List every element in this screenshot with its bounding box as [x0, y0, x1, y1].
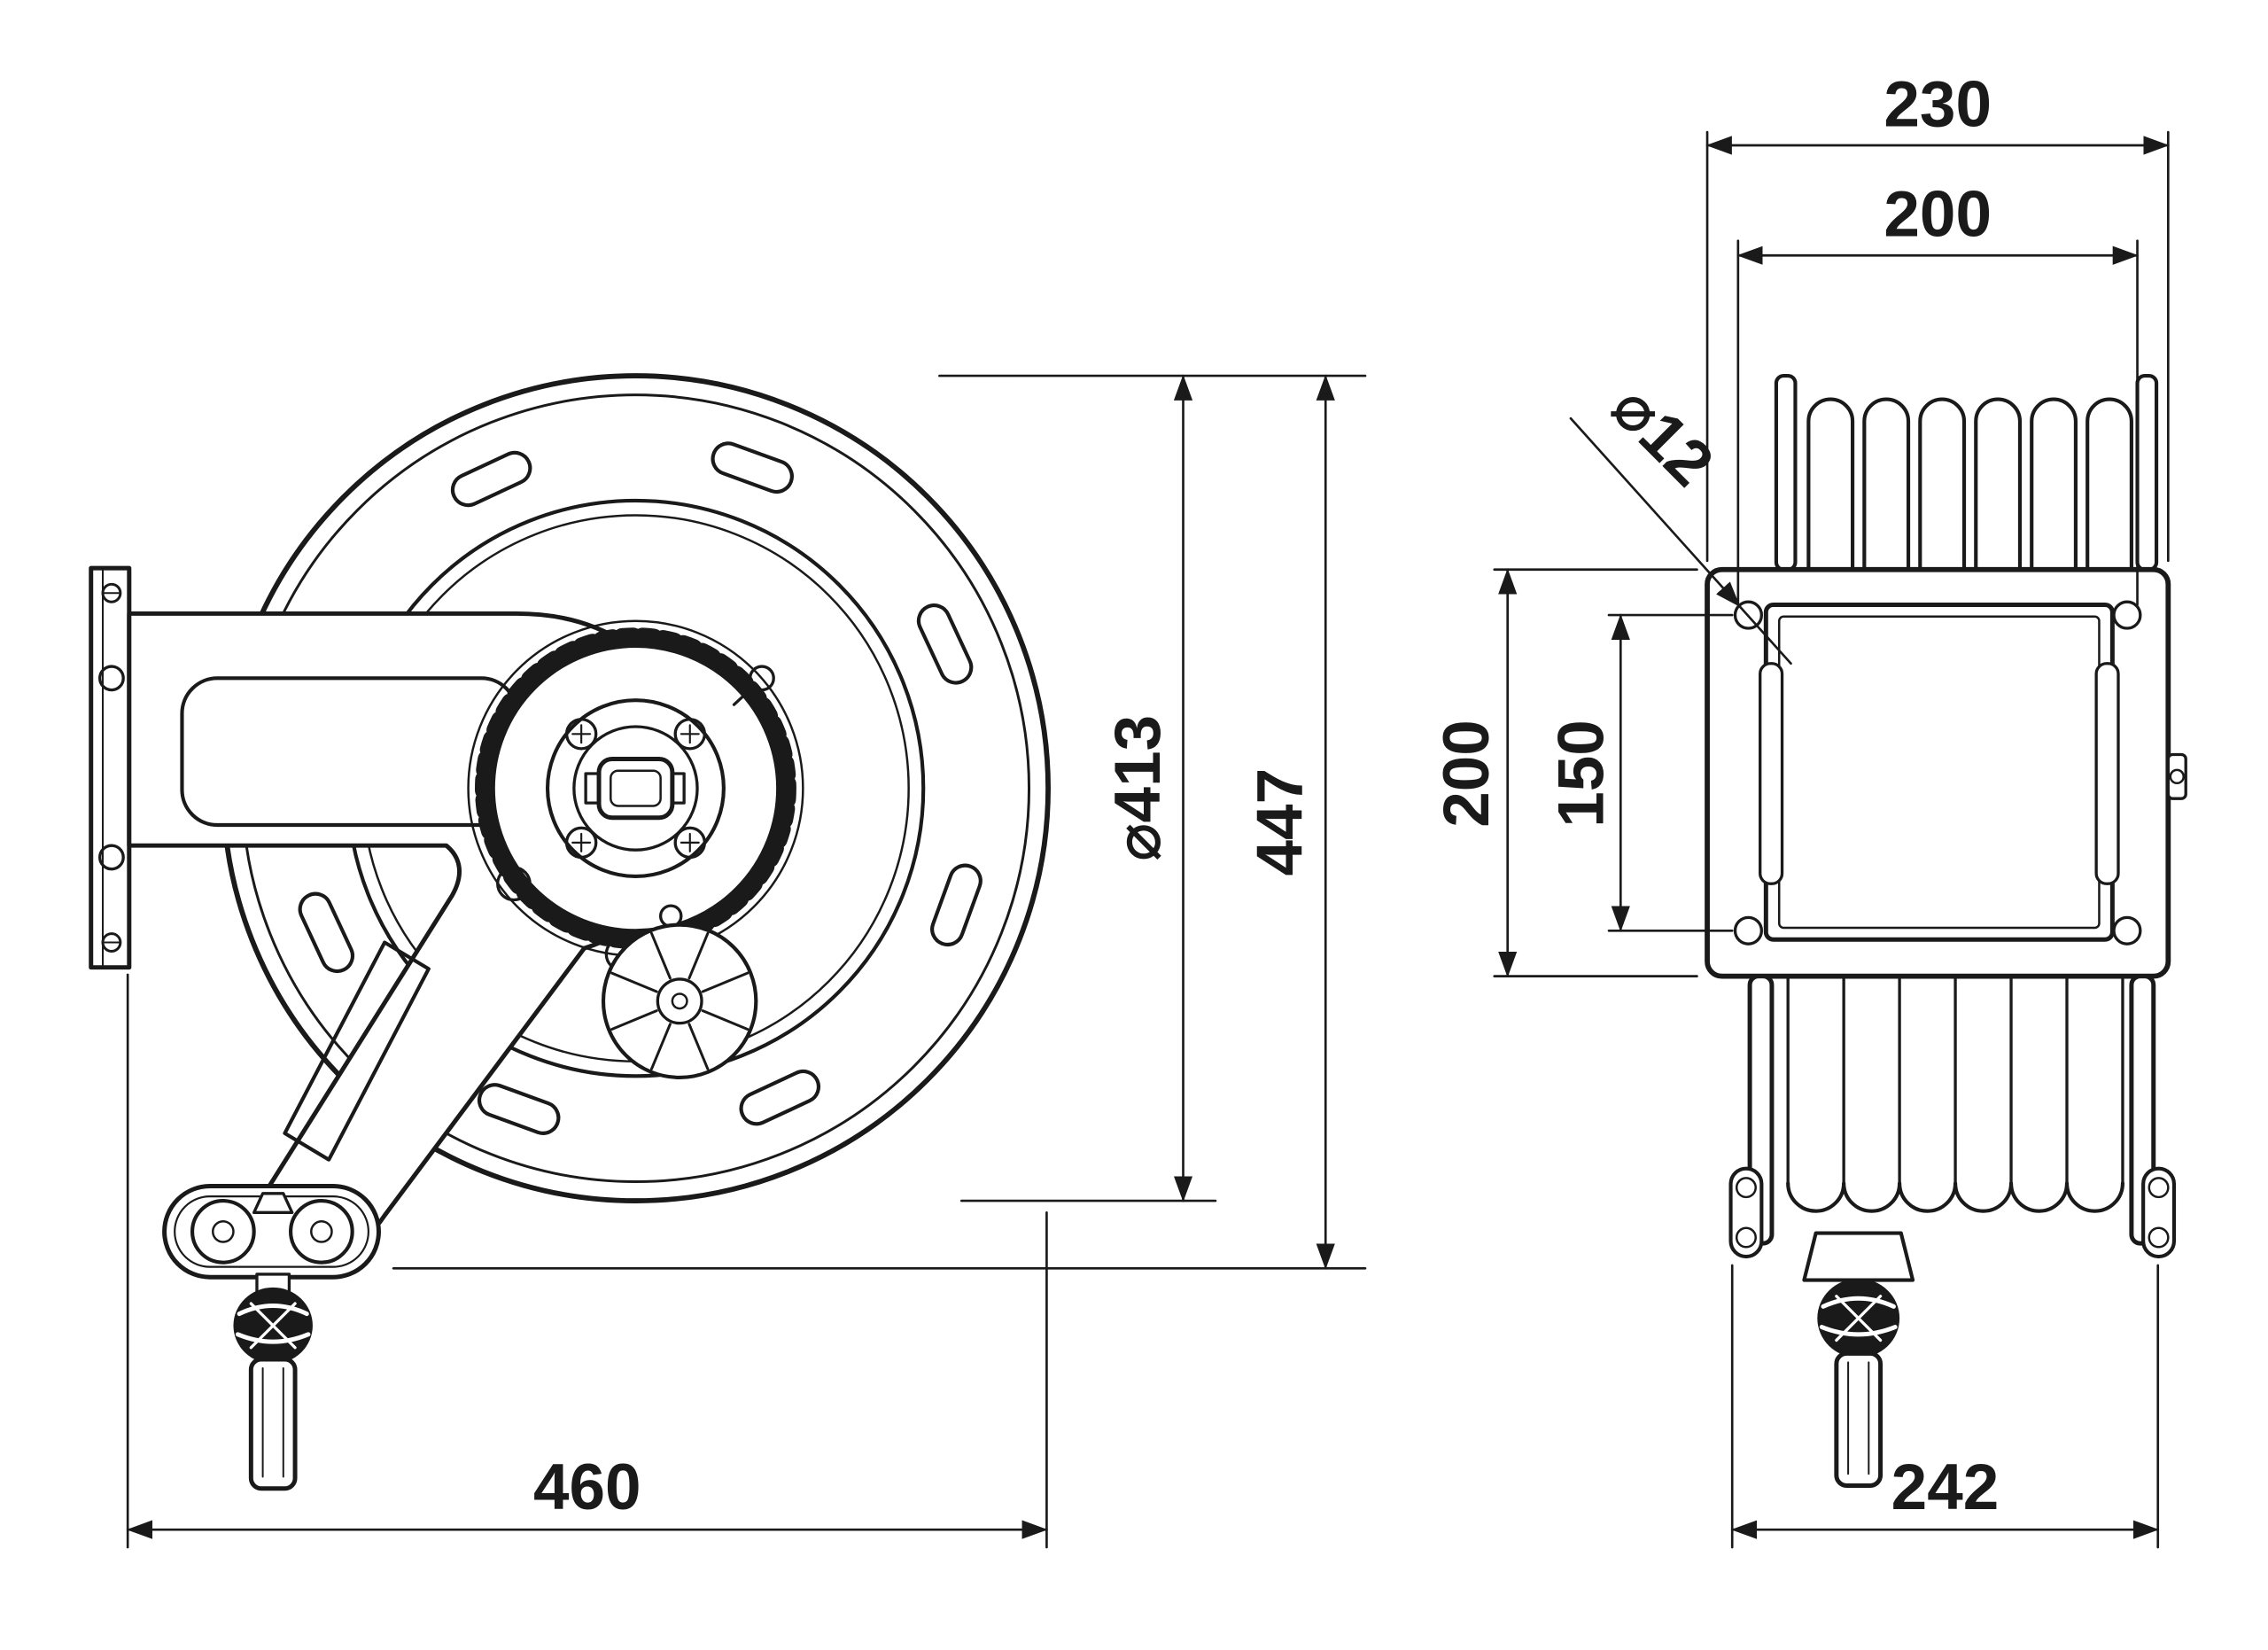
hub-assembly	[467, 619, 804, 972]
dim-label-side-width-outer: 230	[1884, 68, 1992, 140]
front-view: ⌀413 447 460	[89, 373, 1367, 1549]
mount-hole	[2112, 915, 2142, 946]
leader-hole-dia	[1569, 416, 1741, 608]
dim-label-front-diameter: ⌀413	[1102, 715, 1174, 861]
dim-label-front-depth: 460	[533, 1452, 641, 1523]
disc-hole	[496, 866, 532, 902]
side-guide-rollers	[1728, 1166, 2177, 1259]
dim-label-side-depth: 242	[1891, 1452, 2000, 1523]
ratchet-pawl	[732, 665, 775, 706]
wall-plate	[89, 565, 132, 970]
mounting-plate	[1705, 566, 2187, 979]
mount-hole	[1733, 915, 1764, 946]
hose-coil-top	[1774, 374, 2159, 573]
latch	[2166, 752, 2187, 800]
dim-label-side-width-holes: 200	[1884, 179, 1992, 251]
dim-label-plate-height: 200	[1431, 720, 1503, 828]
mount-hole	[2112, 600, 2142, 630]
hub-screws	[564, 718, 706, 860]
spring-tensioner-wheel	[601, 904, 758, 1080]
reel-drum-side	[1728, 974, 2177, 1259]
swivel-inlet	[584, 756, 686, 821]
hose-front	[233, 1273, 313, 1491]
guide-roller	[190, 1199, 256, 1265]
dimensions-front: ⌀413 447 460	[126, 374, 1367, 1549]
mount-hole	[1733, 600, 1764, 630]
side-view: 230 200 ⌀12 200 150 242	[1431, 68, 2187, 1549]
hose-guide	[162, 1184, 381, 1280]
guide-roller	[289, 1199, 354, 1265]
dim-label-front-height: 447	[1245, 768, 1317, 876]
dim-label-hole-spacing: 150	[1545, 720, 1617, 828]
hose-side	[1802, 1231, 1915, 1488]
